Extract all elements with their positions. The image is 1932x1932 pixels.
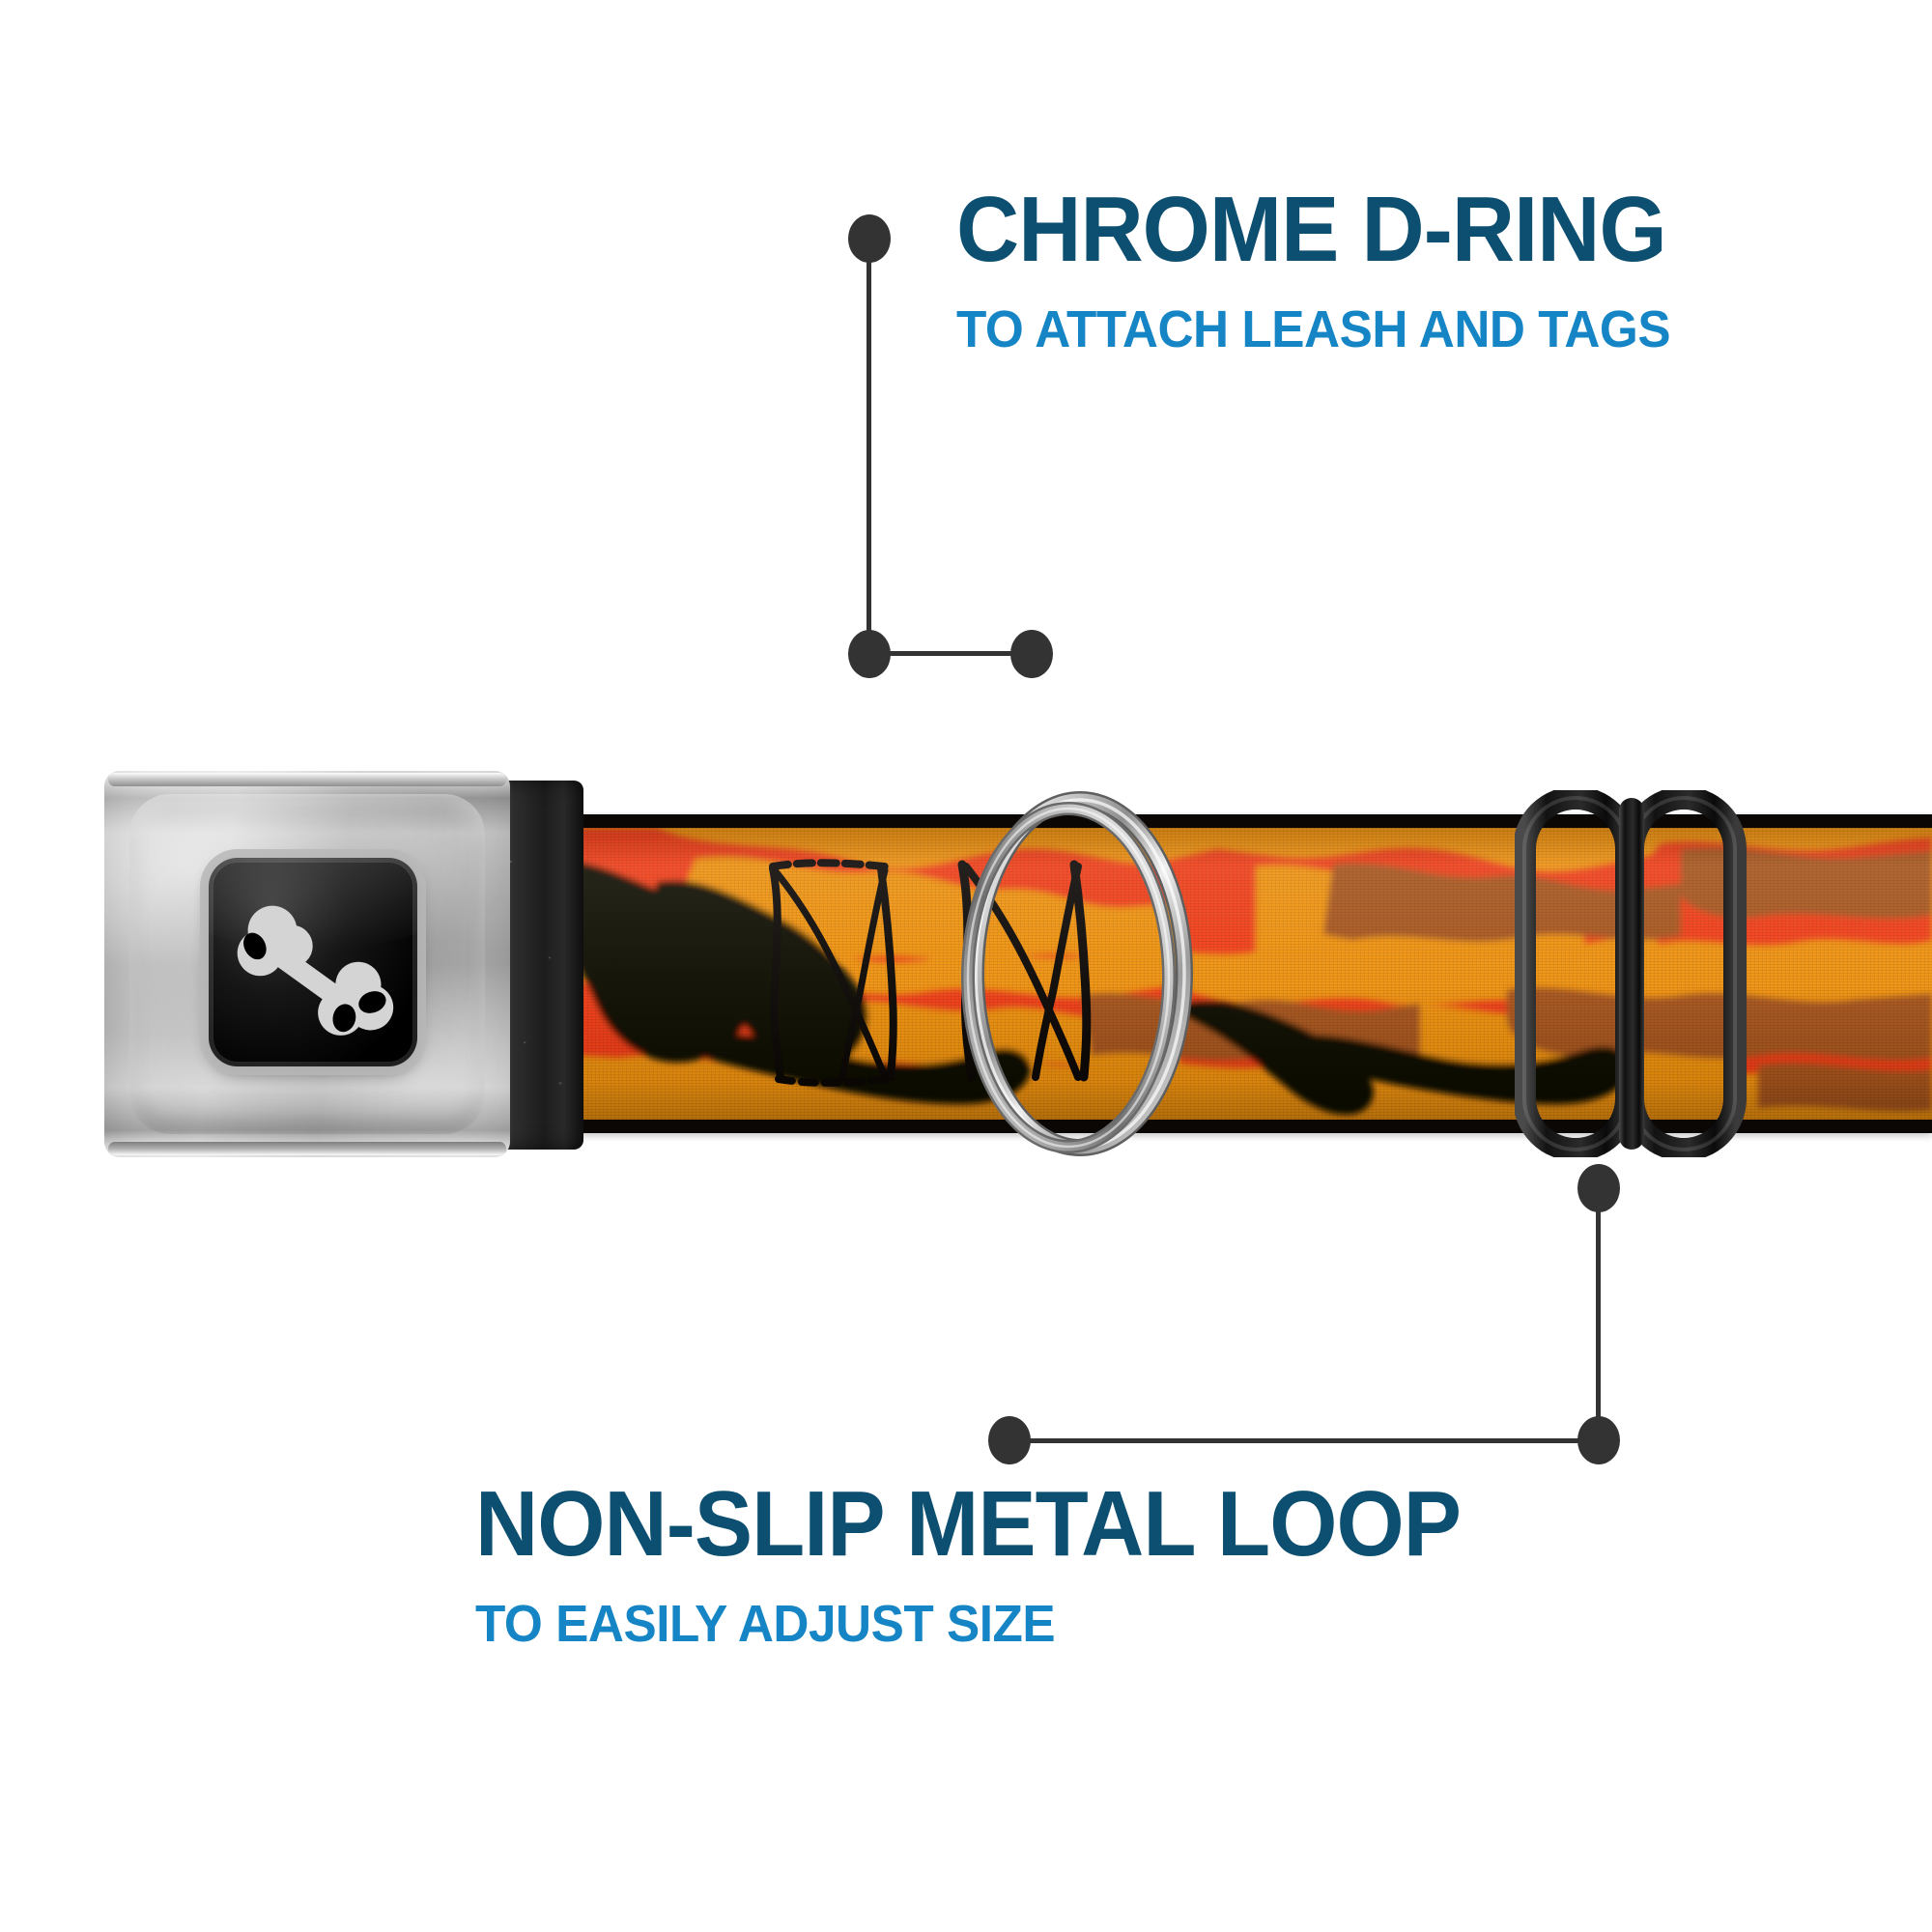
chrome-d-ring-svg	[961, 791, 1193, 1156]
metal-loop-svg	[1513, 786, 1747, 1161]
callout-chrome-d-ring: CHROME D-RING TO ATTACH LEASH AND TAGS	[956, 178, 1712, 358]
leader-dot-top-target	[1010, 630, 1053, 678]
chrome-d-ring[interactable]	[956, 781, 1208, 1167]
plate-gloss	[209, 858, 417, 948]
leader-line-top-horizontal	[869, 651, 1034, 656]
leader-line-bottom-vertical	[1596, 1198, 1601, 1441]
dog-bone-icon	[237, 905, 394, 1037]
leader-line-bottom-horizontal	[1009, 1438, 1589, 1443]
leader-line-top-vertical	[867, 249, 871, 657]
buckle-bottom-lip	[108, 1142, 506, 1155]
leader-dot-bottom-text	[988, 1416, 1031, 1464]
callout-subtitle-non-slip-metal-loop: TO EASILY ADJUST SIZE	[475, 1595, 1056, 1653]
callout-title-chrome-d-ring: CHROME D-RING	[956, 178, 1667, 281]
buckle-logo-plate[interactable]	[209, 858, 417, 1066]
non-slip-metal-loop[interactable]	[1513, 786, 1756, 1161]
buckle-top-lip	[108, 773, 506, 786]
callout-non-slip-metal-loop: NON-SLIP METAL LOOP TO EASILY ADJUST SIZ…	[475, 1472, 1523, 1653]
callout-title-non-slip-metal-loop: NON-SLIP METAL LOOP	[475, 1472, 1462, 1576]
seatbelt-buckle[interactable]	[104, 771, 510, 1157]
callout-subtitle-chrome-d-ring: TO ATTACH LEASH AND TAGS	[956, 300, 1671, 358]
